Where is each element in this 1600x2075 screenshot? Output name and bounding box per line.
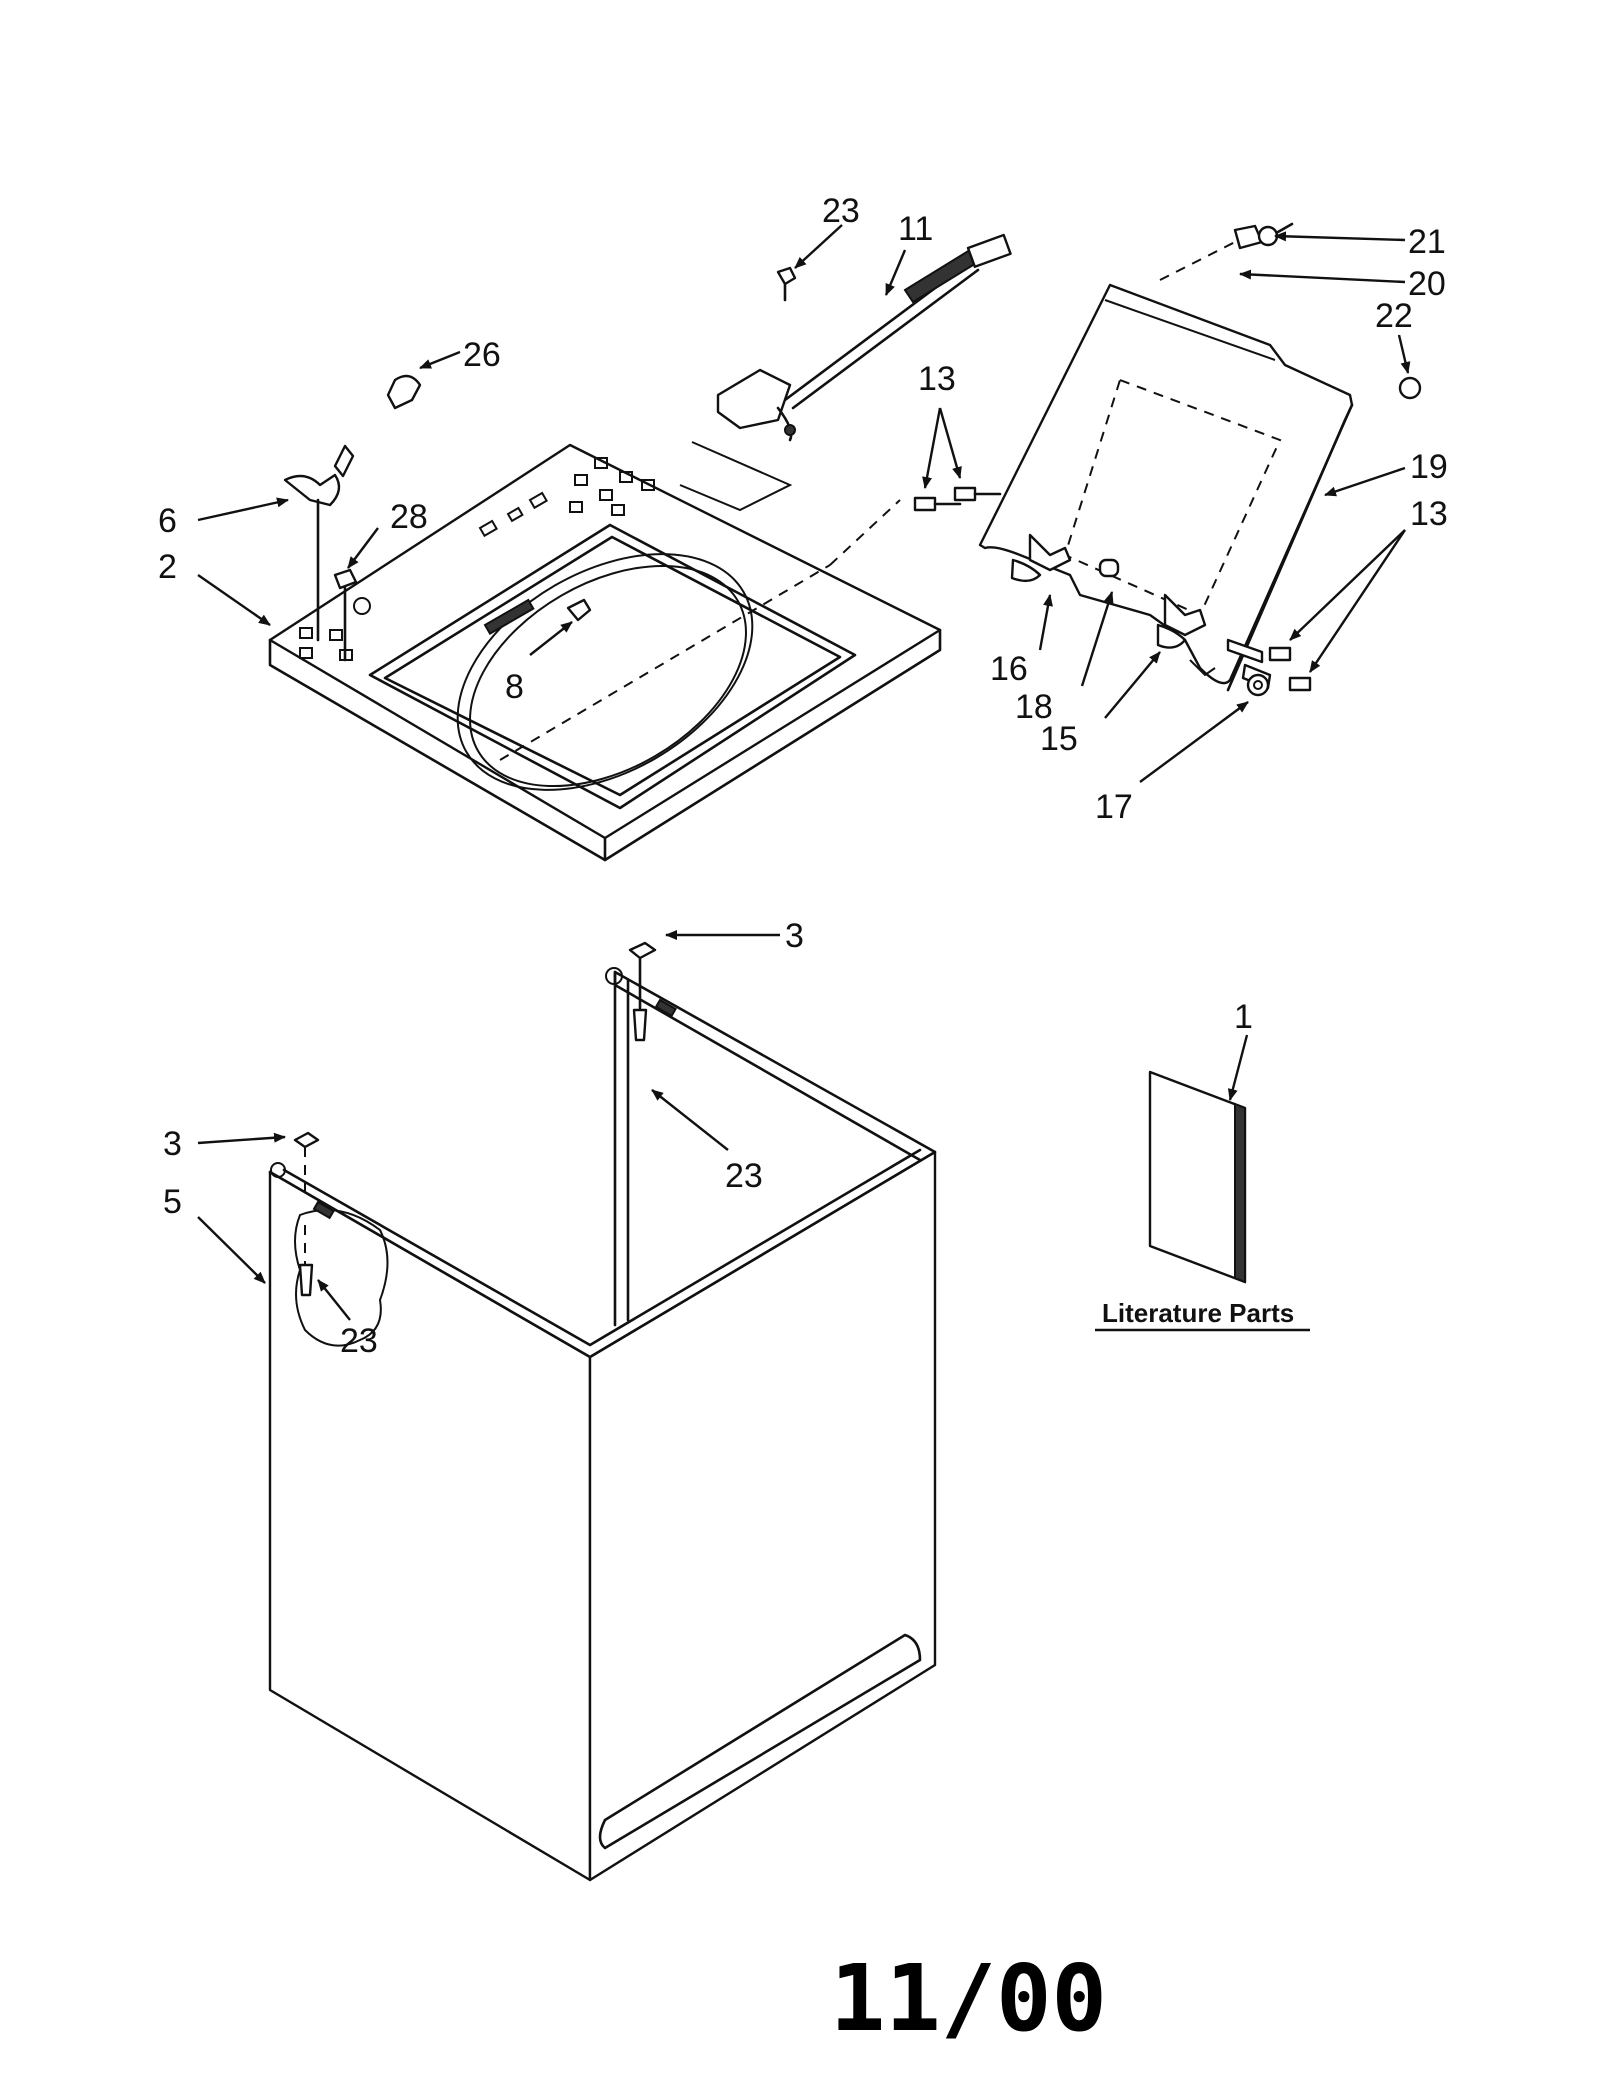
callout-21: 21 [1408,223,1446,261]
callout-6: 6 [158,502,177,540]
callout-18: 18 [1015,688,1053,726]
date-stamp: 11/00 [830,1945,1107,2052]
callout-28: 28 [390,498,428,536]
callout-8: 8 [505,668,524,706]
wire-harness [679,233,1012,512]
callout-23-harness-screw: 23 [822,192,860,230]
callout-2: 2 [158,548,177,586]
literature-parts-label: Literature Parts [1102,1298,1294,1328]
callout-3-rear: 3 [785,917,804,955]
callout-19: 19 [1410,448,1448,486]
callout-23-front: 23 [340,1322,378,1360]
callout-13-right: 13 [1410,495,1448,533]
top-panel [268,443,942,862]
callout-23-rear: 23 [725,1157,763,1195]
literature-booklet [1095,1070,1310,1332]
callout-11: 11 [898,210,933,248]
callout-5: 5 [163,1183,182,1221]
callout-13-left: 13 [918,360,956,398]
callout-20: 20 [1408,265,1446,303]
callout-16: 16 [990,650,1028,688]
callout-15: 15 [1040,720,1078,758]
lid [978,283,1354,692]
callout-labels: 23 11 26 6 28 2 8 13 21 20 22 19 13 16 1… [158,192,1448,1360]
callout-3-front: 3 [163,1125,182,1163]
callout-17: 17 [1095,788,1133,826]
cabinet [268,967,937,1882]
callout-1: 1 [1234,998,1253,1036]
callout-26: 26 [463,336,501,374]
callout-leaders [197,224,1411,1321]
callout-22: 22 [1375,297,1413,335]
